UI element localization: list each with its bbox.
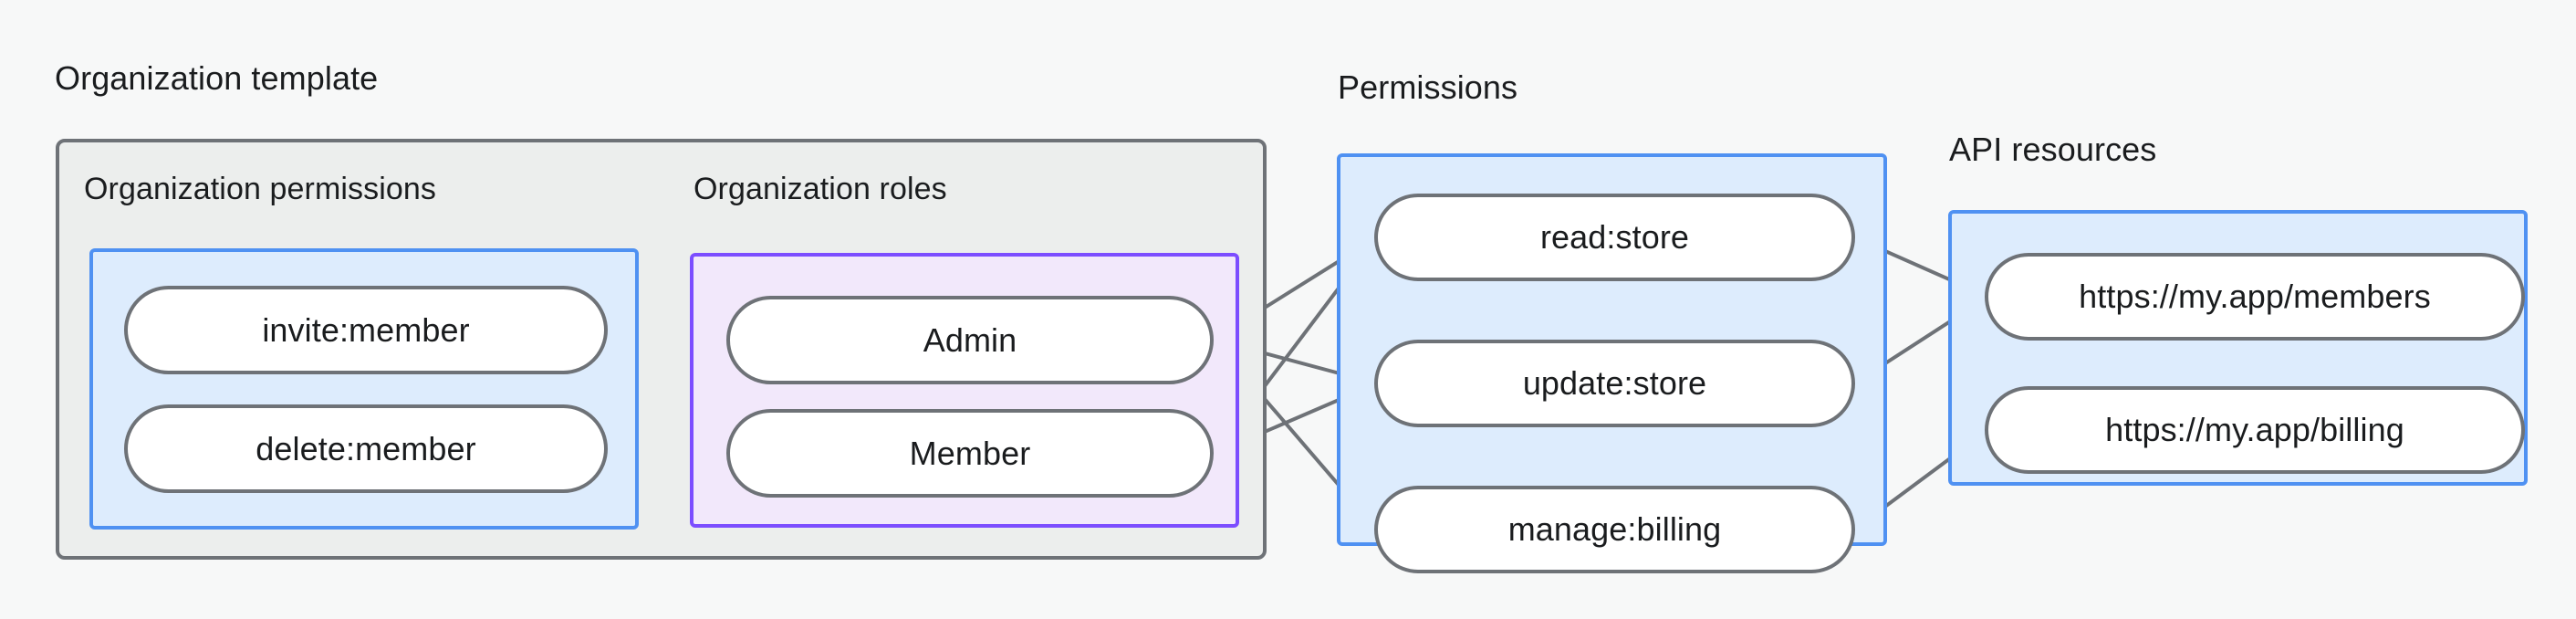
node-admin[interactable]: Admin: [726, 296, 1214, 384]
node-invite-member[interactable]: invite:member: [124, 286, 608, 374]
permissions-label: Permissions: [1338, 68, 1518, 106]
node-manage-billing[interactable]: manage:billing: [1374, 486, 1855, 573]
node-members-url[interactable]: https://my.app/members: [1985, 253, 2525, 341]
organization-permissions-label: Organization permissions: [84, 172, 437, 206]
node-member[interactable]: Member: [726, 409, 1214, 498]
node-update-store[interactable]: update:store: [1374, 340, 1855, 427]
organization-template-label: Organization template: [55, 59, 379, 97]
organization-roles-label: Organization roles: [694, 172, 947, 206]
node-billing-url[interactable]: https://my.app/billing: [1985, 386, 2525, 474]
node-read-store[interactable]: read:store: [1374, 194, 1855, 281]
node-delete-member[interactable]: delete:member: [124, 404, 608, 493]
api-resources-label: API resources: [1949, 131, 2157, 168]
